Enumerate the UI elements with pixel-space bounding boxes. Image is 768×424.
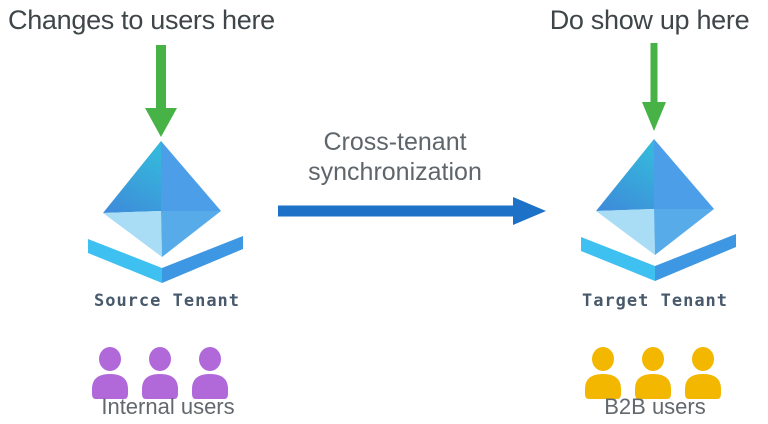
user-icon <box>142 347 178 399</box>
green-down-arrow-right-icon <box>642 43 666 131</box>
internal-users-label: Internal users <box>101 394 235 419</box>
user-icon <box>635 347 671 399</box>
user-icon <box>192 347 228 399</box>
source-tenant-label: Source Tenant <box>93 291 241 311</box>
source-tenant-pyramid-icon <box>88 141 243 283</box>
internal-users-group-icon <box>92 347 228 399</box>
cross-tenant-sync-label: Cross-tenant synchronization <box>270 127 520 187</box>
target-tenant-label: Target Tenant <box>581 291 729 311</box>
annotation-changes-to-users: Changes to users here <box>8 5 275 35</box>
annotation-do-show-up: Do show up here <box>549 5 750 35</box>
sync-label-line2: synchronization <box>308 158 482 186</box>
sync-label-line1: Cross-tenant <box>323 128 467 156</box>
blue-right-arrow-icon <box>278 197 546 225</box>
b2b-users-group-icon <box>585 347 721 399</box>
b2b-users-label: B2B users <box>604 394 706 419</box>
user-icon <box>685 347 721 399</box>
user-icon <box>92 347 128 399</box>
green-down-arrow-left-icon <box>145 45 177 137</box>
target-tenant-pyramid-icon <box>581 139 736 281</box>
user-icon <box>585 347 621 399</box>
